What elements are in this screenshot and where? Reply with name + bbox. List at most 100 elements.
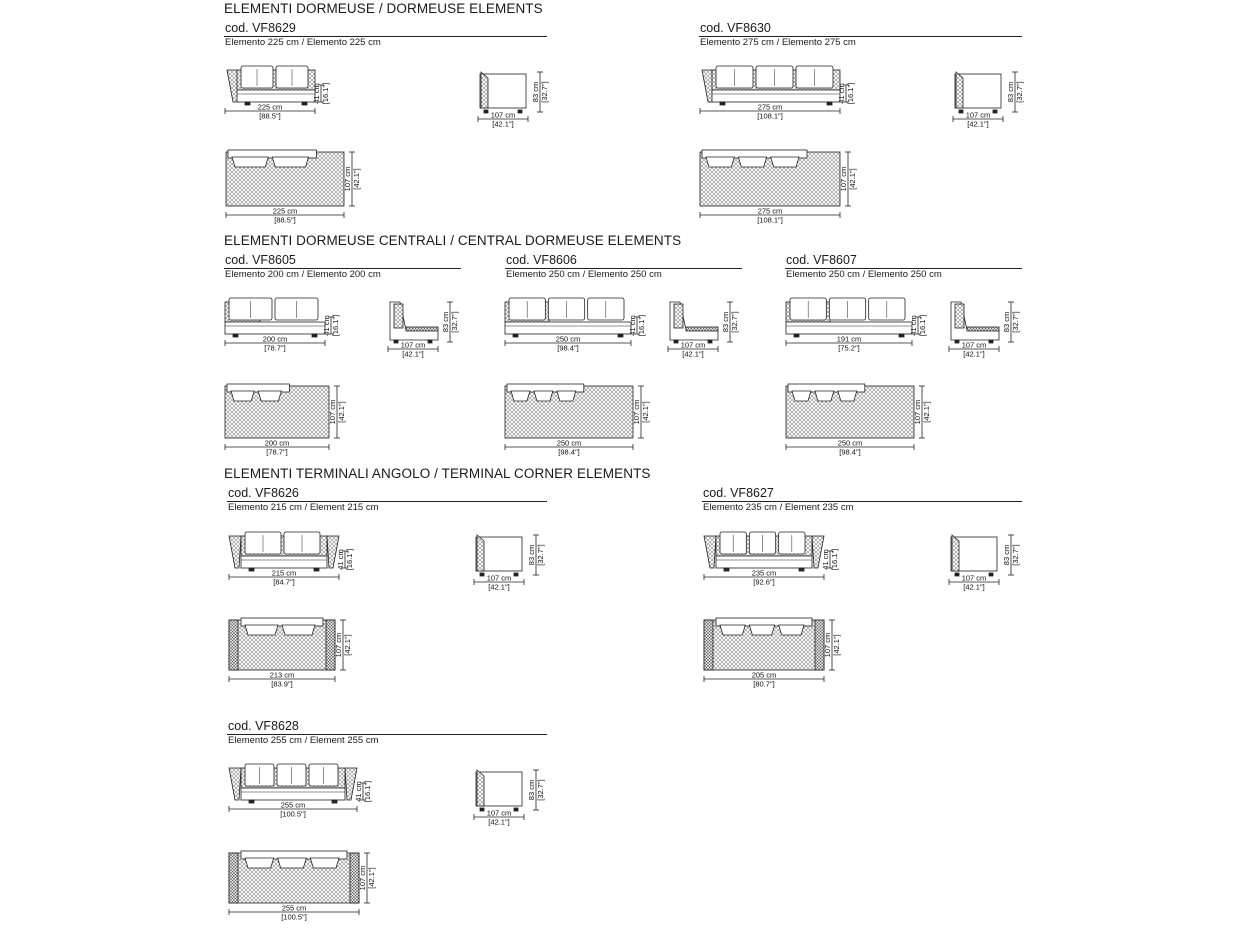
product-subtitle: Elemento 215 cm / Element 215 cm [228,502,379,513]
plan-arm [228,619,239,671]
side-backrest [476,769,485,807]
product-code: cod. VF8630 [700,21,771,35]
dimension-label-cm: 107 cm [966,111,991,120]
foot [992,109,998,114]
dimension-label-cm: 107 cm [632,400,641,425]
foot [958,109,964,114]
side-view: 107 cm[42.1"]83 cm[32.7"] [948,534,1020,592]
side-backrest [954,303,965,329]
product-code: cod. VF8628 [228,719,299,733]
dimension-label-inch: [16.1"] [846,83,855,104]
foot [723,567,730,572]
dimension-label-cm: 41 cm [354,781,363,801]
dimension-label-inch: [98.4"] [558,448,579,457]
side-view: 107 cm[42.1"]83 cm[32.7"] [473,769,545,827]
side-view: 107 cm[42.1"]83 cm[32.7"] [948,301,1020,359]
dimension-label-inch: [98.4"] [557,344,578,353]
foot [232,333,239,338]
dimension-label-cm: 107 cm [681,341,706,350]
dimension-label-cm: 41 cm [628,315,637,335]
foot [512,333,519,338]
dimension-label-cm: 107 cm [487,574,512,583]
foot [826,101,833,106]
dimension-label-cm: 275 cm [758,207,783,216]
dimension-label-inch: [42.1"] [488,818,509,827]
foot [248,567,255,572]
dimension-label-inch: [108.1"] [757,112,783,121]
dimension-label-cm: 83 cm [441,312,450,332]
dimension-label-cm: 83 cm [721,312,730,332]
product-code: cod. VF8606 [506,253,577,267]
foot [244,101,251,106]
foot [988,339,994,344]
side-backrest [951,534,960,572]
front-view: 225 cm[88.5"]41 cm[16.1"] [224,65,330,121]
foot [331,799,338,804]
dimension-label-cm: 255 cm [282,904,307,913]
divider [224,268,461,269]
dimension-label-inch: [42.1"] [337,401,346,422]
front-view: 255 cm[100.5"]41 cm[16.1"] [228,763,372,819]
foot [301,101,308,106]
armrest-left [703,535,717,569]
dimension-label-inch: [16.1"] [331,315,340,336]
dimension-label-inch: [42.1"] [963,350,984,359]
dimension-label-cm: 200 cm [263,335,288,344]
dimension-label-cm: 107 cm [962,341,987,350]
foot [707,339,713,344]
foot [393,339,399,344]
plan-cushion [705,156,735,168]
plan-cushion [244,624,279,636]
armrest-right [811,535,825,569]
plan-view: 250 cm[98.4"]107 cm[42.1"] [785,383,931,457]
dimension-label-cm: 255 cm [281,801,306,810]
front-view: 191 cm[75.2"]41 cm[16.1"] [785,297,927,353]
dimension-label-cm: 215 cm [272,569,297,578]
foot [954,339,960,344]
plan-cushion [737,156,768,168]
dimension-label-cm: 205 cm [752,671,777,680]
plan-view: 255 cm[100.5"]107 cm[42.1"] [228,850,376,922]
side-backrest [955,71,964,109]
foot [954,572,960,577]
product-subtitle: Elemento 235 cm / Element 235 cm [703,502,854,513]
dimension-label-inch: [42.1"] [963,583,984,592]
dimension-label-inch: [42.1"] [367,867,376,888]
plan-view: 275 cm[108.1"]107 cm[42.1"] [699,149,857,225]
dimension-label-cm: 250 cm [556,335,581,344]
product-subtitle: Elemento 250 cm / Elemento 250 cm [786,269,942,280]
plan-cushion [281,624,316,636]
dimension-label-cm: 83 cm [1002,312,1011,332]
side-backrest [476,534,485,572]
foot [719,101,726,106]
dimension-label-inch: [32.7"] [540,81,549,102]
dimension-label-inch: [32.7"] [1011,544,1020,565]
front-view: 200 cm[78.7"]41 cm[16.1"] [224,297,340,353]
dimension-label-cm: 41 cm [909,315,918,335]
dimension-label-inch: [16.1"] [918,315,927,336]
dimension-label-inch: [42.1"] [682,350,703,359]
dimension-label-inch: [80.7"] [753,680,774,689]
section-title-central-dormeuse: ELEMENTI DORMEUSE CENTRALI / CENTRAL DOR… [224,233,682,248]
armrest-right [326,535,340,569]
dimension-label-cm: 41 cm [336,549,345,569]
divider [224,36,547,37]
dimension-label-cm: 41 cm [322,315,331,335]
side-cushion [405,326,439,332]
foot [479,572,485,577]
plan-cushion [510,390,531,402]
seat-base [711,89,841,103]
dimension-label-inch: [32.7"] [730,311,739,332]
dimension-label-inch: [108.1"] [757,216,783,225]
dimension-label-inch: [32.7"] [536,779,545,800]
dimension-label-cm: 107 cm [913,400,922,425]
plan-cushion [778,624,805,636]
plan-arm [703,619,714,671]
dimension-label-inch: [88.5"] [259,112,280,121]
dimension-label-cm: 107 cm [491,111,516,120]
plan-arm [228,852,239,904]
foot [673,339,679,344]
product-code: cod. VF8605 [225,253,296,267]
divider [227,734,547,735]
product-code: cod. VF8627 [703,486,774,500]
